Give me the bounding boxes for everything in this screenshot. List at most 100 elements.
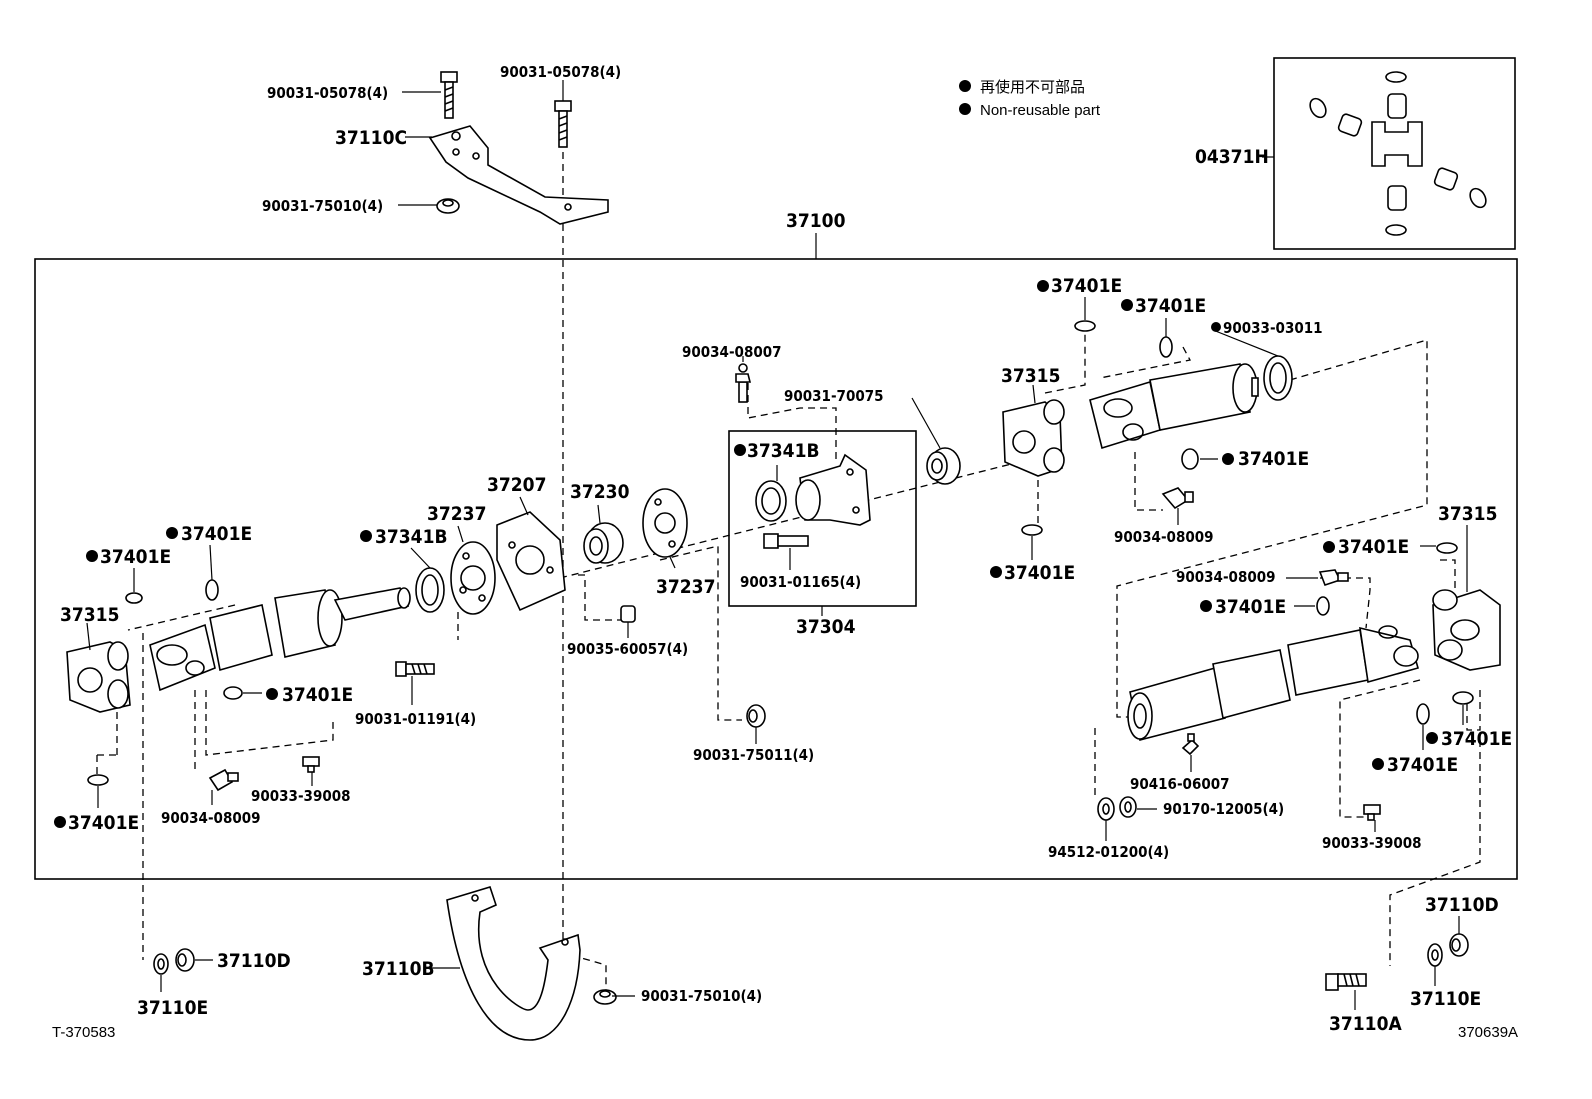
snap-rings-right (1316, 542, 1474, 725)
label-90033-39008-right: 90033-39008 (1322, 834, 1422, 852)
label-04371H: 04371H (1195, 146, 1269, 168)
label-37100: 37100 (786, 210, 846, 232)
label-90031-75010-b: 90031-75010(4) (641, 987, 762, 1005)
label-37401E-i: 37401E (282, 684, 353, 706)
label-90033-39008-left: 90033-39008 (251, 787, 351, 805)
label-37401E-h: 37401E (1215, 596, 1286, 618)
universal-joint-kit-inset (1273, 57, 1516, 250)
rear-propeller-shaft (1127, 625, 1419, 741)
label-90034-08007: 90034-08007 (682, 343, 782, 361)
label-37401E-c: 37401E (1238, 448, 1309, 470)
label-37401E-j: 37401E (1441, 728, 1512, 750)
label-37401E-g: 37401E (1004, 562, 1075, 584)
grease-fitting-90034-08009-left (208, 768, 239, 792)
nut-90031-75010-a (436, 198, 460, 214)
part-labels: 再使用不可部品 Non-reusable part 90031-05078(4)… (52, 63, 1518, 1041)
label-90031-70075: 90031-70075 (784, 387, 884, 405)
label-37401E-b: 37401E (1135, 295, 1206, 317)
label-37401E-k: 37401E (1387, 754, 1458, 776)
bolt-90031-01165 (763, 533, 809, 549)
footer-right-code: 370639A (1458, 1024, 1518, 1041)
label-37230: 37230 (570, 481, 630, 503)
label-37237-right: 37237 (656, 576, 715, 598)
label-90031-01165: 90031-01165(4) (740, 573, 861, 591)
nut-90031-75011 (746, 704, 766, 728)
front-propeller-shaft (149, 587, 411, 692)
flange-37237-right (642, 488, 688, 558)
label-37304: 37304 (796, 616, 856, 638)
grease-fitting-90034-08009-rear (1318, 569, 1349, 587)
universal-joint-kit-04371H (1262, 71, 1487, 236)
bearing-37341B-left (415, 567, 445, 613)
label-90034-08009-rear: 90034-08009 (1176, 568, 1276, 586)
dust-cover-90033-03011 (1263, 355, 1293, 401)
label-37401E-l: 37401E (68, 812, 139, 834)
assembly-guide-lines (96, 140, 1481, 990)
label-90031-75010-a: 90031-75010(4) (262, 197, 383, 215)
label-37110E-right: 37110E (1410, 988, 1481, 1010)
label-37315-left: 37315 (60, 604, 119, 626)
label-37315-right: 37315 (1438, 503, 1497, 525)
sleeve-yoke-shaft-upper (1089, 363, 1259, 450)
bolt-90031-05078-a (440, 71, 458, 119)
label-37341B-center: 37341B (747, 440, 820, 462)
washer-37110E-right (1427, 943, 1443, 967)
legend-jp: 再使用不可部品 (980, 79, 1085, 96)
leader-lines (86, 80, 1468, 1010)
bracket-37110B (446, 886, 581, 1041)
label-37237-left: 37237 (427, 503, 486, 525)
plug-90033-39008-left (302, 756, 320, 773)
bracket-37110C (428, 125, 609, 225)
cushion-37110D-right (1449, 933, 1469, 957)
snap-rings-left (87, 579, 243, 786)
nut-90170-12005 (1119, 796, 1137, 818)
washer-37110E-left (153, 953, 169, 975)
label-90170-12005: 90170-12005(4) (1163, 800, 1284, 818)
bearing-housing-37304 (795, 453, 871, 526)
label-90034-08009-upper: 90034-08009 (1114, 528, 1214, 546)
grease-fitting-90034-08007 (735, 363, 752, 403)
grease-fitting-90416-06007 (1181, 733, 1200, 756)
label-90031-05078-a: 90031-05078(4) (267, 84, 388, 102)
label-37110A: 37110A (1329, 1013, 1402, 1035)
washer-94512-01200 (1097, 797, 1115, 821)
label-37110B: 37110B (362, 958, 435, 980)
label-90031-75011: 90031-75011(4) (693, 746, 814, 764)
label-90034-08009-left: 90034-08009 (161, 809, 261, 827)
assembly-frame-37100 (34, 258, 1518, 880)
label-90416-06007: 90416-06007 (1130, 775, 1230, 793)
flange-37237-left (450, 541, 496, 615)
spacer-90035-60057 (620, 605, 636, 623)
legend-en: Non-reusable part (980, 102, 1101, 119)
bolt-90031-01191 (395, 661, 435, 677)
bolt-37110A (1325, 973, 1367, 991)
snap-rings-center (1021, 320, 1199, 536)
label-37110D-right: 37110D (1425, 894, 1499, 916)
footer-left-code: T-370583 (52, 1024, 115, 1041)
label-37401E-e: 37401E (1338, 536, 1409, 558)
bracket-37207 (496, 511, 566, 612)
label-37341B-left: 37341B (375, 526, 448, 548)
oil-seal-90031-70075 (926, 447, 961, 485)
cushion-37110D-left (175, 948, 195, 972)
label-37110E-left: 37110E (137, 997, 208, 1019)
label-90031-01191: 90031-01191(4) (355, 710, 476, 728)
label-90035-60057: 90035-60057(4) (567, 640, 688, 658)
label-37401E-a: 37401E (1051, 275, 1122, 297)
nut-90031-75010-b (593, 989, 617, 1005)
flange-yoke-37315-left (66, 641, 131, 713)
flange-yoke-37315-center (1002, 399, 1065, 477)
bolt-90031-05078-b (554, 100, 572, 148)
label-90033-03011: 90033-03011 (1223, 319, 1323, 337)
label-37207: 37207 (487, 474, 546, 496)
label-90031-05078-b: 90031-05078(4) (500, 63, 621, 81)
label-37110C: 37110C (335, 127, 407, 149)
label-37110D-left: 37110D (217, 950, 291, 972)
grease-fitting-90034-08009-upper (1161, 487, 1194, 510)
label-37401E-d: 37401E (181, 523, 252, 545)
cushion-37230 (583, 522, 624, 564)
bearing-37341B-center (755, 480, 787, 522)
flange-yoke-37315-right (1432, 589, 1501, 671)
